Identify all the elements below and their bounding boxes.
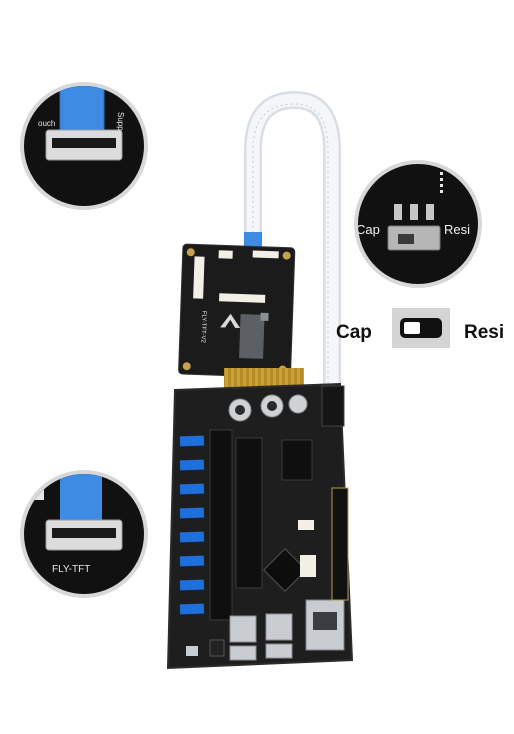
zoom-right-cap-label: Cap — [356, 222, 380, 237]
tft-board: FLY-TFT-V2 — [178, 243, 296, 379]
mcu-chip — [263, 548, 307, 592]
stepper-connectors — [179, 435, 205, 615]
legend-resi-label: Resi — [464, 322, 504, 343]
zoom-top-left: Supp ouch — [20, 82, 148, 210]
terminal-block — [321, 385, 345, 427]
zoom-right-resi-label: Resi — [444, 222, 470, 237]
zoom-top-left-text-a: Supp — [116, 112, 125, 131]
legend-cap-label: Cap — [336, 322, 372, 343]
zoom-top-left-text-b: ouch — [38, 119, 55, 128]
usb-ports — [229, 613, 293, 661]
zoom-bottom-left-text: FLY-TFT — [52, 564, 90, 575]
main-controller-board — [166, 382, 354, 670]
zoom-bottom-left: FLY-TFT — [20, 470, 148, 598]
gpio-header — [331, 487, 349, 601]
zoom-right: Cap Resi — [354, 160, 482, 288]
tft-board-silkscreen: FLY-TFT-V2 — [200, 311, 207, 344]
capacitors — [228, 394, 308, 422]
cap-resi-legend: Cap Resi — [336, 308, 504, 348]
